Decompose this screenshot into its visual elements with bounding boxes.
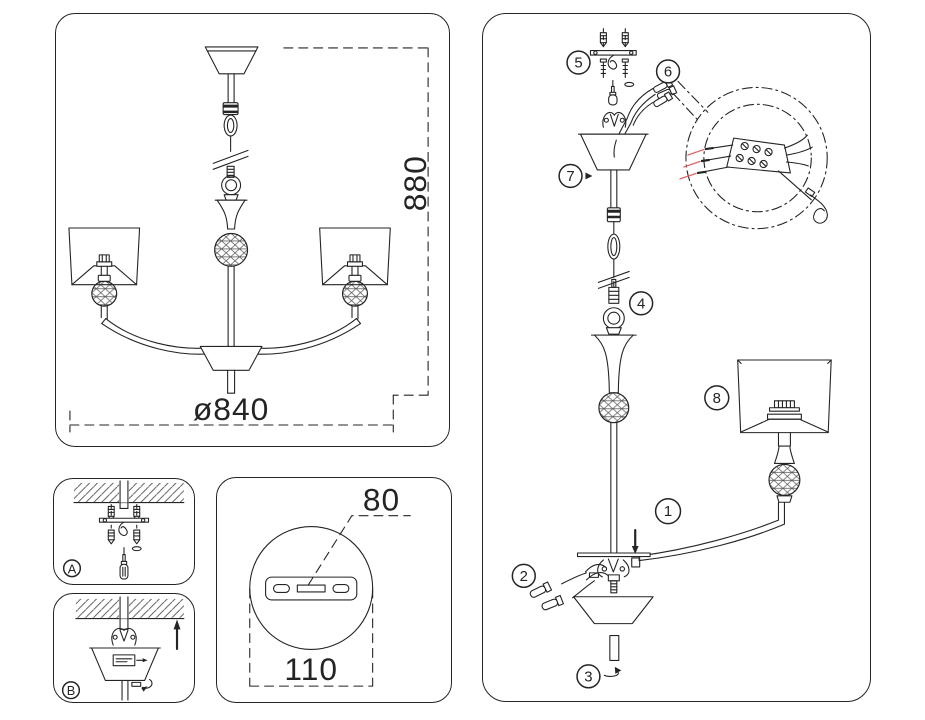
terminal-block <box>726 137 791 174</box>
diameter-dimension-label: ø840 <box>193 391 270 427</box>
svg-text:4: 4 <box>637 295 645 312</box>
callout-7: 7 <box>558 163 593 189</box>
mounting-hardware <box>98 503 150 552</box>
svg-text:5: 5 <box>574 55 582 72</box>
exploded-view-panel: 5 6 7 4 8 1 2 3 <box>482 13 871 702</box>
mounting-hardware-step-5 <box>589 28 637 106</box>
step-b-badge <box>61 681 81 700</box>
shade-assembly-step-8 <box>737 359 832 503</box>
claw-bracket <box>111 627 137 646</box>
ceiling <box>73 480 185 509</box>
ceiling-hook <box>607 55 618 70</box>
left-arm-assembly <box>68 227 223 355</box>
mounting-step-b-panel: B <box>53 593 195 703</box>
plate-dimension-label: 110 <box>284 651 338 687</box>
callout-3: 3 <box>576 664 601 689</box>
step-a-badge <box>62 559 82 578</box>
wire-connectors-step-6 <box>615 77 709 145</box>
center-column <box>214 199 249 347</box>
svg-text:3: 3 <box>584 668 592 685</box>
front-view-panel: 880 ø840 <box>55 13 450 447</box>
up-arrow <box>173 619 181 651</box>
canopy <box>579 133 647 171</box>
callout-4: 4 <box>628 291 654 316</box>
callout-2: 2 <box>511 563 536 589</box>
step-a-label: A <box>68 561 77 576</box>
red-wire-lead <box>687 148 705 156</box>
bracket-detail-panel: 80 110 <box>216 477 452 703</box>
callout-6: 6 <box>655 59 681 84</box>
red-wire-lead <box>679 172 697 180</box>
arm-plate <box>576 552 651 558</box>
step-b-label: B <box>67 683 76 698</box>
step-a-drawing: A <box>62 480 185 580</box>
canopy-step-7 <box>577 111 649 209</box>
callout-8: 8 <box>704 385 730 411</box>
suspension-assembly <box>204 46 259 201</box>
bottom-bowl <box>572 596 654 625</box>
canopy <box>89 647 161 701</box>
suspension-chain <box>597 207 630 304</box>
ceiling <box>75 596 185 630</box>
svg-text:8: 8 <box>713 390 721 407</box>
svg-text:2: 2 <box>520 568 528 585</box>
front-view-drawing: 880 ø840 <box>68 46 433 433</box>
red-wire-lead <box>683 160 701 168</box>
svg-text:6: 6 <box>664 63 672 80</box>
screwdriver-icon <box>608 79 618 106</box>
ceiling-hook <box>118 521 128 536</box>
canopy-underside-circle <box>249 526 374 651</box>
height-dimension-label: 880 <box>397 155 433 211</box>
center-column <box>590 334 637 554</box>
hanging-loop-step-4 <box>602 307 625 335</box>
mounting-step-a-panel: A <box>53 478 195 585</box>
exploded-view-drawing: 5 6 7 4 8 1 2 3 <box>511 28 832 689</box>
dimension-lines <box>69 47 429 433</box>
screwdriver-icon <box>119 547 129 580</box>
slot-dimension-label: 80 <box>363 482 400 518</box>
callout-1: 1 <box>654 498 682 525</box>
plate-dimension-lines <box>249 588 374 687</box>
callout-5: 5 <box>566 50 591 75</box>
wiring-step-2 <box>529 558 630 611</box>
slot-dimension-leader <box>307 515 411 586</box>
mounting-plate <box>265 576 358 601</box>
svg-text:7: 7 <box>566 168 574 185</box>
bottom-bowl <box>199 345 263 394</box>
claw-bracket <box>602 111 627 128</box>
arm-step-1 <box>576 501 785 568</box>
terminal-block-detail <box>679 86 828 230</box>
bracket-detail-drawing: 80 110 <box>249 482 411 687</box>
svg-text:1: 1 <box>664 503 672 520</box>
cable-hook <box>804 187 828 224</box>
right-arm-assembly <box>239 227 391 355</box>
step-b-drawing: B <box>61 596 185 701</box>
lampshade <box>737 359 832 434</box>
finial-step-3 <box>603 635 622 677</box>
